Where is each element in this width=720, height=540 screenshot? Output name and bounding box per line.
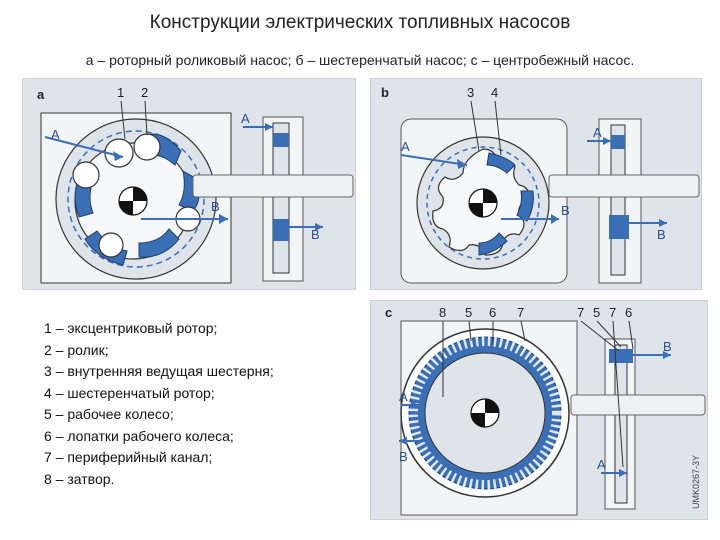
panel-a-roller-pump: a 1 2 A A B B: [22, 78, 356, 290]
legend-item: 1 – эксцентриковый ротор;: [44, 320, 218, 336]
label-inlet: A: [593, 125, 602, 140]
legend-item: 4 – шестеренчатый ротор;: [44, 384, 215, 401]
legend-item: 8 – затвор.: [44, 470, 115, 487]
label-inlet: A: [399, 389, 408, 404]
roller: [72, 161, 100, 189]
label-inlet: A: [51, 127, 60, 142]
page-title: Конструкции электрических топливных насо…: [149, 12, 571, 33]
roller: [133, 133, 161, 161]
page-subtitle: а – роторный роликовый насос; б – шестер…: [85, 52, 635, 68]
callout-1: 1: [117, 85, 124, 100]
panel-letter: c: [385, 305, 392, 320]
legend-item: 2 – ролик;: [44, 341, 109, 358]
label-outlet: B: [561, 203, 570, 218]
impeller-blades: [408, 336, 562, 490]
callout-7-right: 7: [577, 305, 584, 320]
roller: [98, 232, 124, 258]
legend-item: 5 – рабочее колесо;: [44, 406, 174, 422]
label-outlet: B: [311, 227, 320, 242]
gear-pump-diagram: b 3 4 A A B B: [381, 85, 700, 284]
panel-b-gear-pump: b 3 4 A A B B: [370, 78, 702, 290]
label-outlet: B: [211, 199, 220, 214]
label-inlet: A: [597, 457, 606, 472]
callout-6-right: 6: [625, 305, 632, 320]
label-inlet: A: [241, 111, 250, 126]
callout-5: 5: [465, 305, 472, 320]
roller-pump-diagram: a 1 2 A A B B: [37, 85, 354, 284]
callout-3: 3: [467, 85, 474, 100]
watermark-code: UMK0267-3Y: [691, 455, 701, 509]
legend-item: 6 – лопатки рабочего колеса;: [44, 427, 234, 444]
legend-item: 3 – внутренняя ведущая шестерня;: [44, 363, 274, 379]
panel-letter: a: [37, 87, 45, 102]
callout-2: 2: [141, 85, 148, 100]
callout-7: 7: [517, 305, 524, 320]
centrifugal-pump-diagram: c 8 5 6 7 7 5 7 6 A A B B UMK0267-3Y: [385, 305, 706, 516]
legend-list: 1 – эксцентриковый ротор; 2 – ролик; 3 –…: [44, 318, 274, 490]
label-inlet: A: [401, 139, 410, 154]
callout-7b-right: 7: [609, 305, 616, 320]
legend-item: 7 – периферийный канал;: [44, 449, 213, 465]
panel-letter: b: [381, 85, 389, 100]
eccentric-circle: [67, 130, 205, 268]
label-outlet: B: [657, 227, 666, 242]
label-outlet: B: [399, 449, 408, 464]
callout-5-right: 5: [593, 305, 600, 320]
panel-c-centrifugal-pump: c 8 5 6 7 7 5 7 6 A A B B UMK0267-3Y: [370, 300, 708, 520]
callout-6: 6: [489, 305, 496, 320]
label-outlet: B: [663, 339, 672, 354]
callout-8: 8: [439, 305, 446, 320]
callout-4: 4: [491, 85, 498, 100]
drive-shaft: [192, 174, 354, 198]
